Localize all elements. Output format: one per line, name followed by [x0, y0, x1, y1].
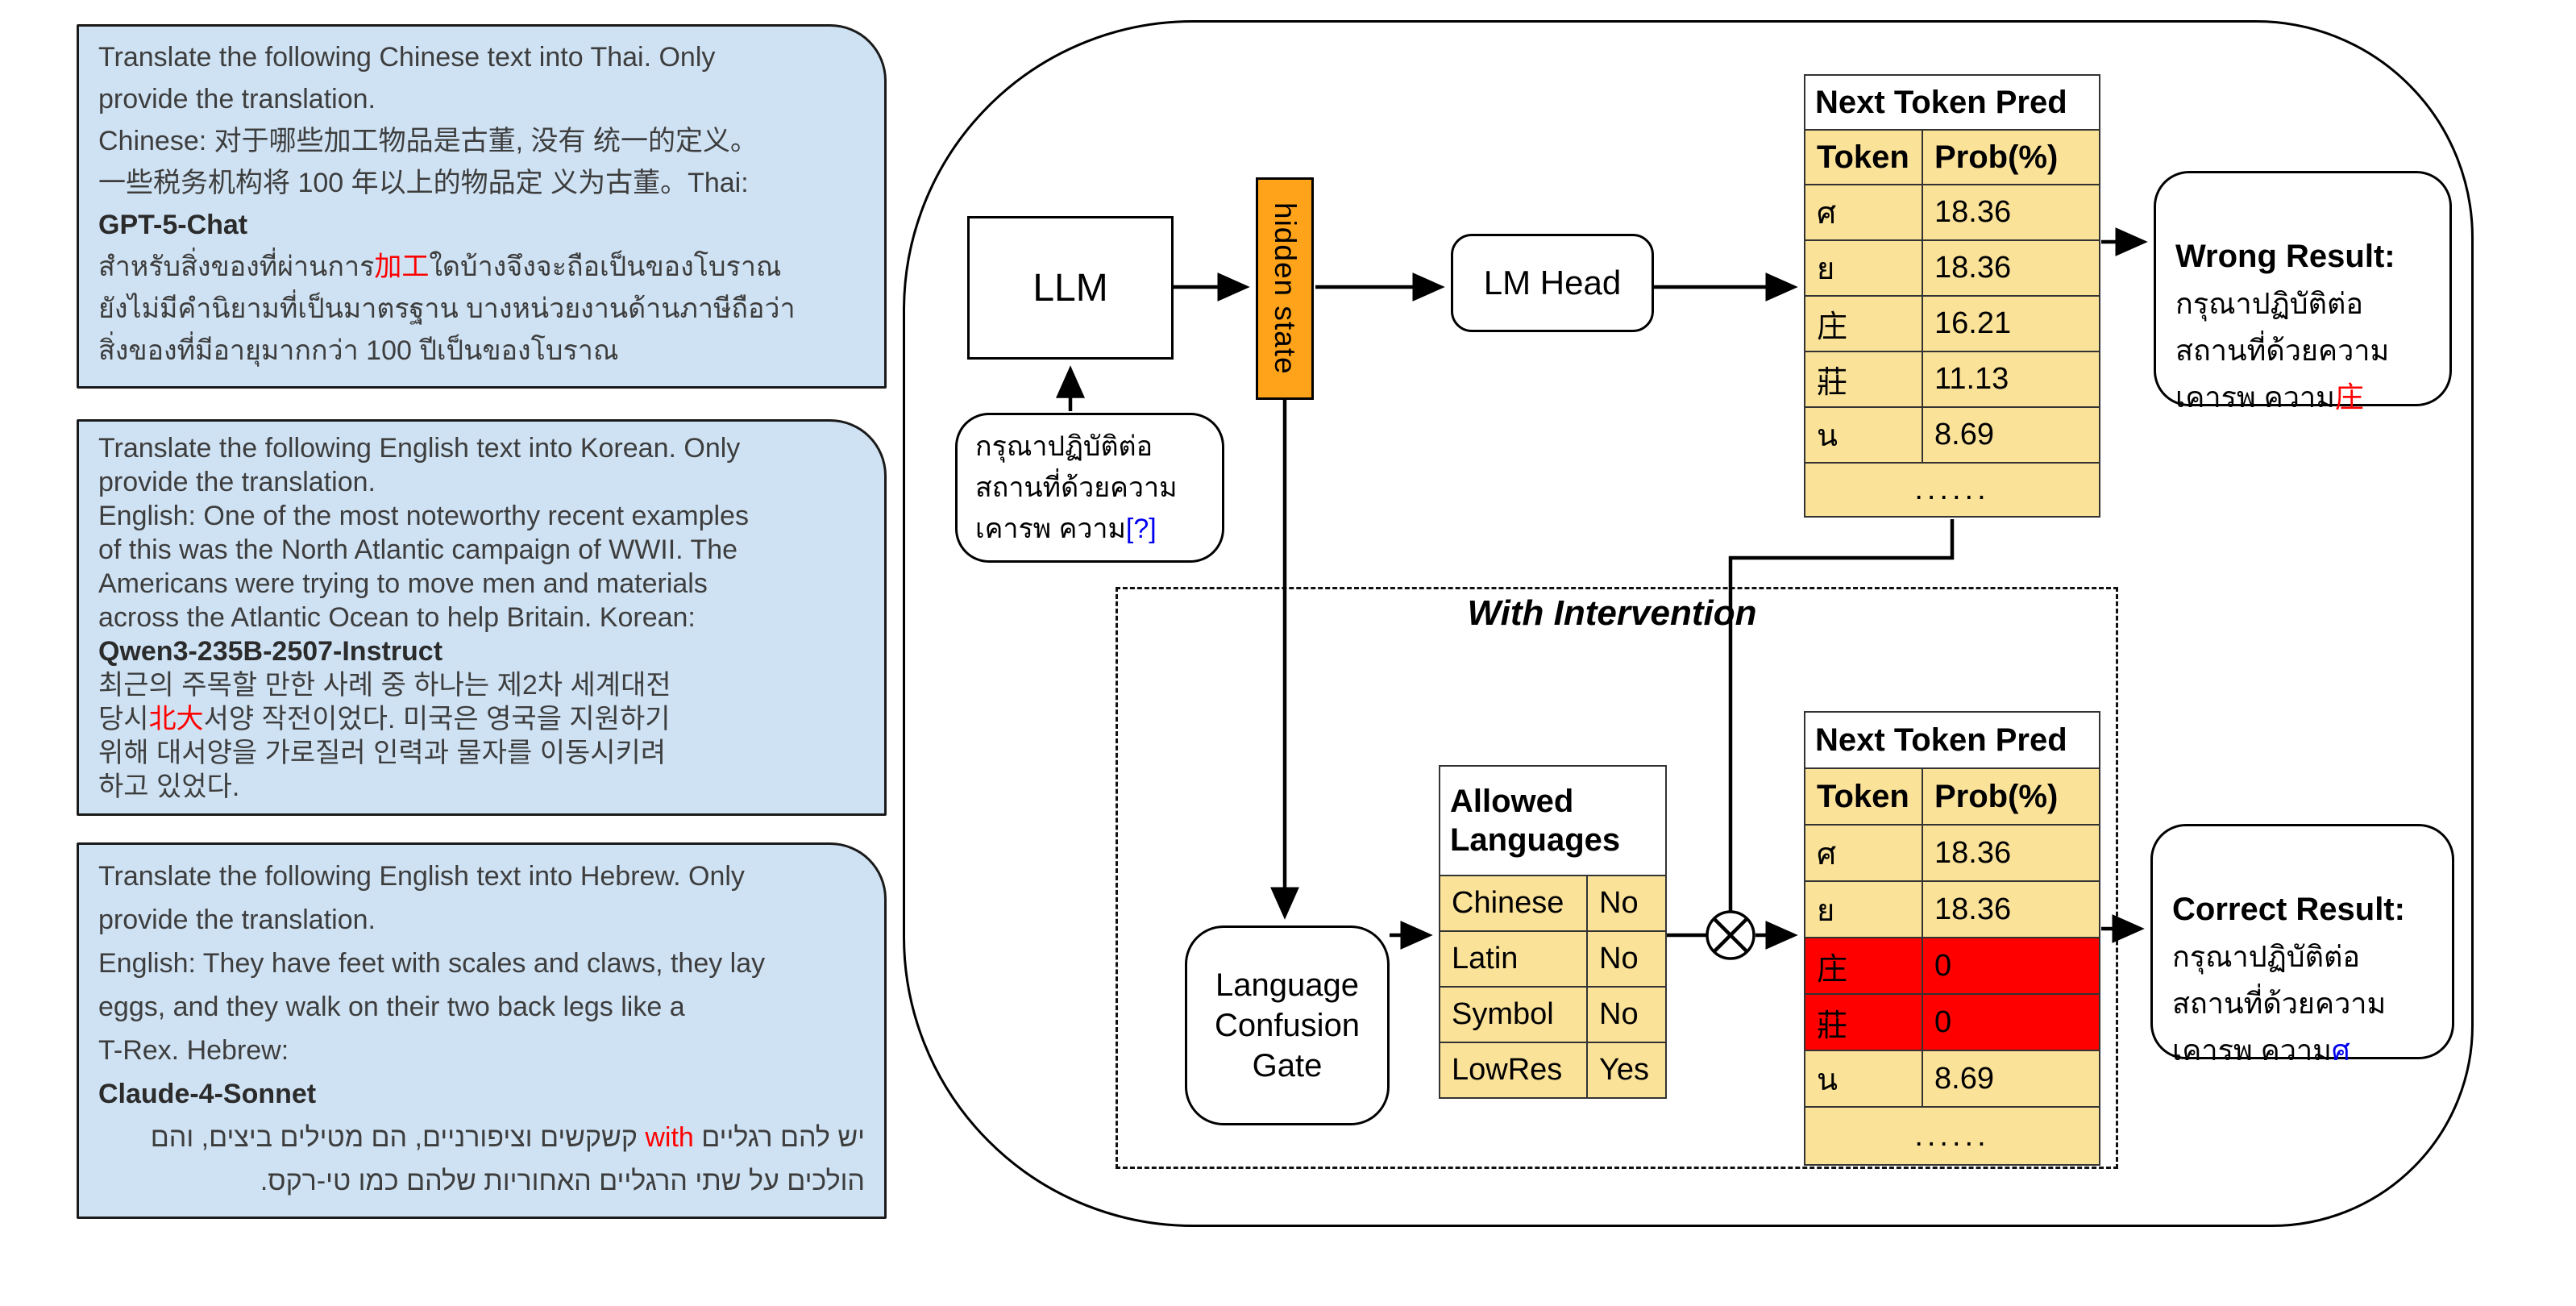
table-title: Allowed Languages	[1440, 767, 1665, 875]
model-output: יש להם רגליים with קשקשים וציפורניים, הם…	[150, 1122, 865, 1196]
example-box-chinese-thai: Translate the following Chinese text int…	[77, 24, 887, 389]
prompt-text: Translate the following Chinese text int…	[98, 42, 758, 198]
prompt-text: Translate the following English text int…	[98, 861, 766, 1066]
model-output: 최근의 주목할 만한 사례 중 하나는 제2차 세계대전 당시北大서양 작전이었…	[98, 670, 671, 802]
model-name: Claude-4-Sonnet	[98, 1079, 317, 1109]
hidden-state-label: hidden state	[1269, 202, 1302, 375]
correct-result-text: กรุณาปฏิบัติต่อ สถานที่ด้วยความ เคารพ คว…	[2172, 940, 2387, 1067]
with-intervention-region	[1116, 587, 2118, 1169]
table-ellipsis-row: ......	[1805, 462, 2099, 516]
correct-result-title: Correct Result:	[2172, 892, 2405, 927]
table-ellipsis-row: ......	[1805, 1106, 2099, 1164]
correct-result-box: Correct Result: กรุณาปฏิบัติต่อ สถานที่ด…	[2150, 824, 2454, 1067]
model-name: GPT-5-Chat	[98, 210, 248, 240]
hidden-state-bar: hidden state	[1256, 177, 1314, 400]
wrong-result-box: Wrong Result: กรุณาปฏิบัติต่อ สถานที่ด้ว…	[2154, 171, 2452, 414]
with-intervention-label: With Intervention	[1467, 593, 1757, 633]
lm-head-box: LM Head	[1451, 234, 1654, 332]
prompt-text: Translate the following English text int…	[98, 433, 749, 633]
wrong-result-text: กรุณาปฏิบัติต่อ สถานที่ด้วยความ เคารพ คว…	[2175, 287, 2390, 414]
input-prompt-box: กรุณาปฏิบัติต่อ สถานที่ด้วยความ เคารพ คว…	[955, 413, 1224, 563]
llm-box: LLM	[967, 216, 1174, 360]
example-box-english-hebrew: Translate the following English text int…	[77, 842, 887, 1219]
model-output: สำหรับสิ่งของที่ผ่านการ加工ใดบ้างจึงจะถือเ…	[98, 252, 796, 366]
example-box-english-korean: Translate the following English text int…	[77, 419, 887, 816]
table-title: Next Token Pred	[1805, 713, 2099, 767]
language-confusion-gate-box: Language Confusion Gate	[1185, 925, 1390, 1125]
model-name: Qwen3-235B-2507-Instruct	[98, 636, 443, 667]
table-title: Next Token Pred	[1805, 76, 2099, 129]
wrong-result-title: Wrong Result:	[2175, 239, 2395, 274]
